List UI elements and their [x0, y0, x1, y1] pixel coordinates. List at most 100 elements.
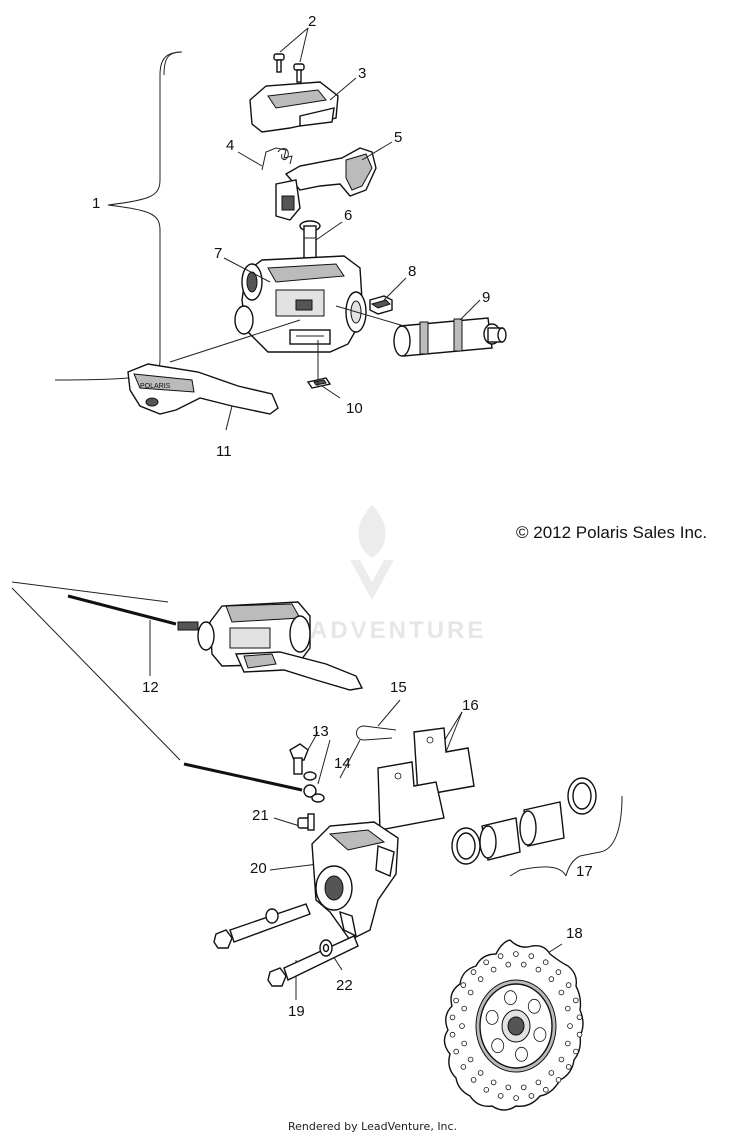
- rotor-hole: [542, 959, 549, 965]
- mounting-bolts-part-19: [213, 903, 359, 987]
- bleeder-part-21: [297, 813, 315, 831]
- rotor-hole: [453, 1048, 460, 1055]
- rotor-hole: [528, 953, 535, 959]
- washer-part-22: [319, 939, 333, 957]
- rotor-hole: [513, 951, 519, 957]
- callout-1: 1: [92, 195, 100, 212]
- rotor-hole: [558, 989, 565, 996]
- caliper-pistons-part-17: [451, 777, 623, 877]
- rotor-hole: [497, 953, 504, 959]
- rotor-hole: [572, 997, 579, 1004]
- master-cylinder-body-part-7: [234, 255, 367, 353]
- rotor-hub-window: [527, 998, 541, 1014]
- callout-18: 18: [566, 925, 583, 942]
- rotor-hole: [520, 1084, 527, 1091]
- rotor-hole: [483, 959, 490, 966]
- caliper-part-20: [311, 821, 399, 941]
- rotor-hole: [449, 1014, 456, 1021]
- rotor-hub-windows: [485, 990, 547, 1062]
- svg-text:POLARIS: POLARIS: [140, 383, 171, 390]
- rotor-hole: [520, 961, 527, 968]
- rotor-hole: [483, 1087, 490, 1093]
- rotor-hole: [477, 1070, 484, 1076]
- clip-part-10: [306, 377, 332, 389]
- rotor-hole: [558, 1056, 565, 1063]
- spring-part-4: [261, 147, 293, 171]
- brake-pads-part-16: [377, 727, 475, 831]
- banjo-bolt-part-13: [289, 743, 309, 775]
- watermark-logo: [350, 505, 394, 600]
- leader-lines-upper: [169, 27, 481, 431]
- rotor-hole: [565, 982, 572, 988]
- brake-hose-part-12: [67, 594, 317, 798]
- rotor-hole: [576, 1014, 583, 1021]
- rotor-hole: [467, 989, 474, 996]
- screw-part-2: [273, 53, 305, 83]
- rotor-holes: [449, 951, 583, 1101]
- callout-22: 22: [336, 977, 353, 994]
- rotor-hole: [555, 969, 562, 975]
- switch-part-8: [369, 295, 393, 315]
- callout-12: 12: [142, 679, 159, 696]
- callout-16: 16: [462, 697, 479, 714]
- lever-adjuster-part-5: [275, 147, 377, 221]
- callout-9: 9: [482, 289, 490, 306]
- rotor-hole: [576, 1031, 583, 1038]
- callout-6: 6: [344, 207, 352, 224]
- callout-5: 5: [394, 129, 402, 146]
- callout-21: 21: [252, 807, 269, 824]
- callout-20: 20: [250, 860, 267, 877]
- rotor-hole: [513, 1095, 519, 1101]
- callout-3: 3: [358, 65, 366, 82]
- rotor-hub-window: [533, 1027, 547, 1042]
- callout-17: 17: [576, 863, 593, 880]
- rotor-hole: [573, 1048, 579, 1055]
- rotor-hole: [490, 966, 497, 973]
- rotor-hole: [470, 969, 477, 975]
- rotor-hole: [477, 976, 484, 982]
- rotor-hole: [490, 1079, 497, 1086]
- pad-pin-clip-part-15: [356, 725, 397, 741]
- rotor-hole: [542, 1086, 549, 1093]
- assembly-bracket: [54, 51, 183, 381]
- piston-part-9: [393, 317, 507, 357]
- rotor-hole: [467, 1056, 474, 1063]
- callout-2: 2: [308, 13, 316, 30]
- brake-lever-part-11: POLARIS: [127, 363, 279, 415]
- callout-8: 8: [408, 263, 416, 280]
- rotor-hole: [565, 1064, 572, 1070]
- callout-14: 14: [334, 755, 351, 772]
- rotor-hole: [535, 966, 542, 973]
- rotor-hole: [460, 1064, 467, 1070]
- callout-7: 7: [214, 245, 222, 262]
- rotor-hole: [555, 1077, 562, 1083]
- washers-part-14: [303, 771, 325, 803]
- rotor-hub-window: [504, 990, 517, 1006]
- rotor-hole: [461, 1040, 468, 1047]
- callout-4: 4: [226, 137, 234, 154]
- rotor-hole: [459, 1023, 465, 1029]
- reservoir-cover-part-3: [249, 81, 339, 133]
- rotor-hub-window: [485, 1010, 499, 1025]
- pivot-pin-part-6: [299, 220, 321, 259]
- rotor-hole: [567, 1023, 573, 1029]
- watermark-text: ADVENTURE: [310, 617, 486, 644]
- rotor-hole: [548, 1070, 555, 1076]
- callout-19: 19: [288, 1003, 305, 1020]
- callout-13: 13: [312, 723, 329, 740]
- callout-10: 10: [346, 400, 363, 417]
- callout-11: 11: [216, 443, 232, 460]
- rotor-hole: [564, 1005, 571, 1012]
- rotor-hole: [564, 1040, 571, 1047]
- rotor-hole: [528, 1093, 535, 1099]
- rotor-hole: [548, 976, 555, 982]
- master-cylinder-assembled: [177, 601, 364, 691]
- rotor-hub-window: [491, 1038, 505, 1054]
- rotor-hole: [461, 1005, 468, 1012]
- brake-rotor-part-18: [443, 939, 584, 1111]
- rotor-hub-window: [515, 1046, 528, 1062]
- rotor-hole: [470, 1077, 477, 1083]
- footer-credit: Rendered by LeadVenture, Inc.: [288, 1120, 457, 1133]
- rotor-hole: [460, 982, 467, 988]
